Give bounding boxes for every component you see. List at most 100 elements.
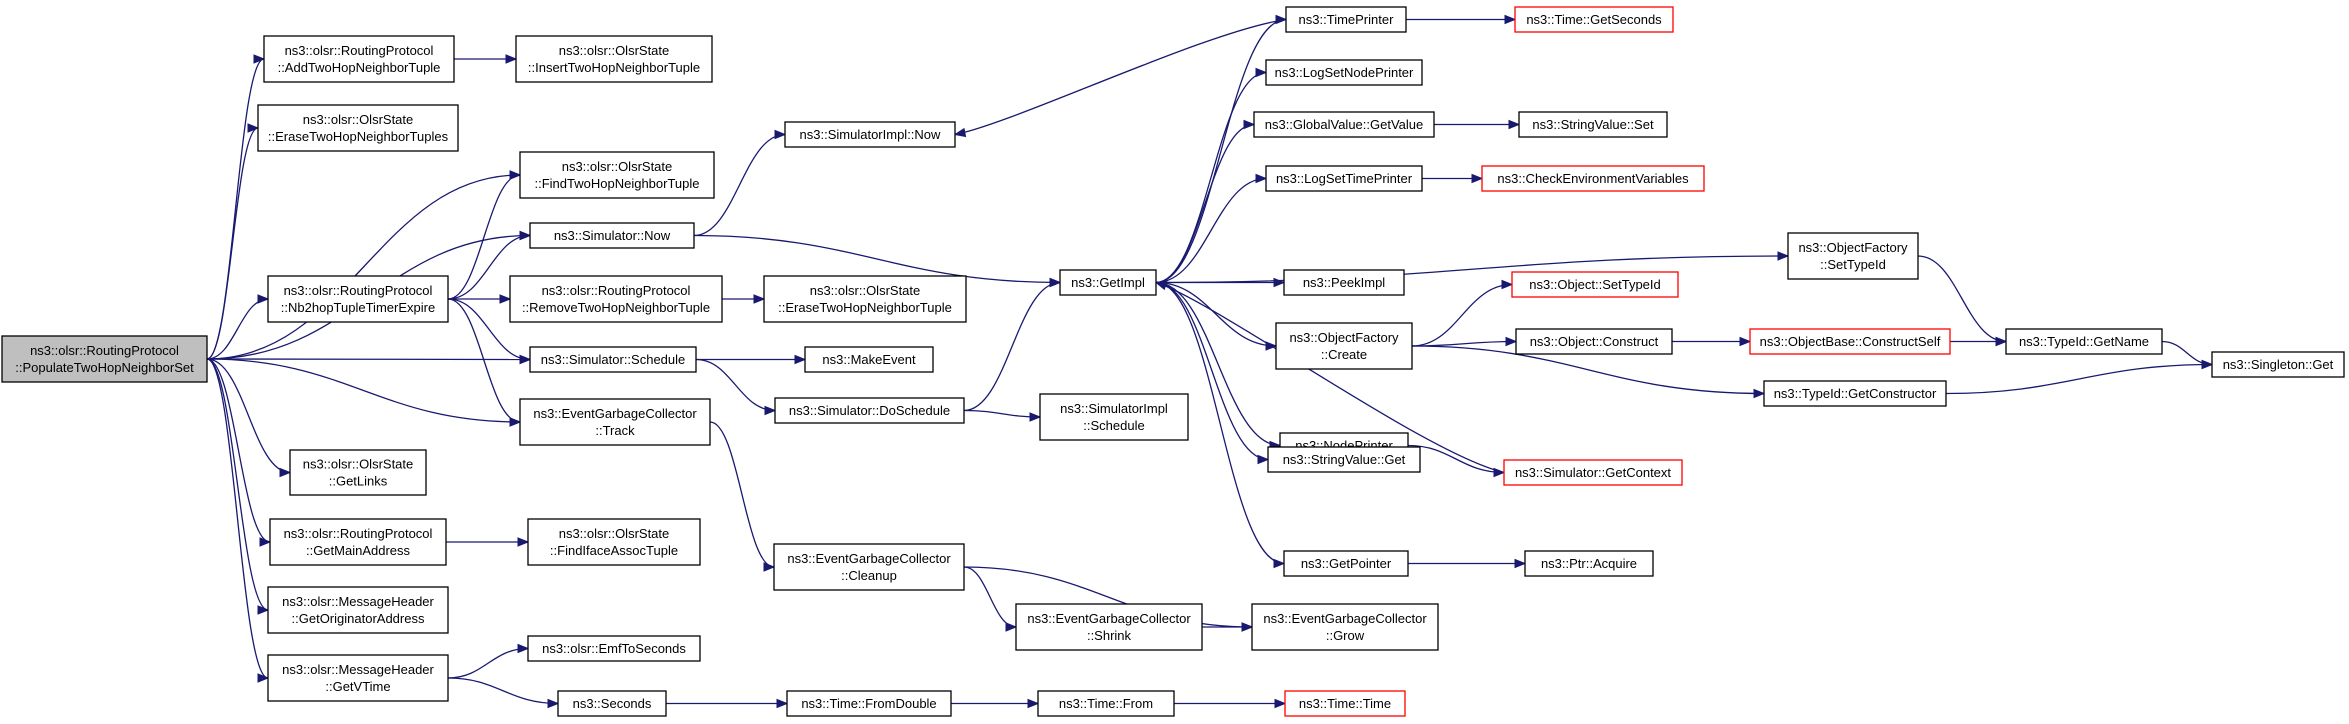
node-erase-two-hop-tuples[interactable]: ns3::olsr::OlsrState::EraseTwoHopNeighbo… xyxy=(257,104,459,152)
node-sim-now[interactable]: ns3::Simulator::Now xyxy=(529,222,695,249)
node-label-line: ::SetTypeId xyxy=(1820,257,1886,272)
node-box xyxy=(267,275,449,323)
call-edge-sim-now-to-sim-impl-now xyxy=(693,129,787,237)
arrowhead-icon xyxy=(1241,622,1254,632)
node-box xyxy=(1275,322,1413,370)
node-insert-two-hop[interactable]: ns3::olsr::OlsrState::InsertTwoHopNeighb… xyxy=(515,35,713,83)
node-singleton-get[interactable]: ns3::Singleton::Get xyxy=(2211,351,2345,378)
node-find-iface[interactable]: ns3::olsr::OlsrState::FindIfaceAssocTupl… xyxy=(527,518,701,566)
node-string-value-set[interactable]: ns3::StringValue::Set xyxy=(1518,111,1668,138)
call-edge-get-impl-to-global-value-get xyxy=(1155,119,1256,284)
node-label-line: ::EraseTwoHopNeighborTuple xyxy=(778,300,952,315)
node-nb2hop[interactable]: ns3::olsr::RoutingProtocol::Nb2hopTupleT… xyxy=(267,275,449,323)
node-box xyxy=(1763,380,1947,407)
node-get-links[interactable]: ns3::olsr::OlsrState::GetLinks xyxy=(289,449,427,496)
node-label-line: ns3::olsr::MessageHeader xyxy=(282,662,434,677)
node-get-orig-addr[interactable]: ns3::olsr::MessageHeader::GetOriginatorA… xyxy=(267,586,449,634)
node-box xyxy=(527,635,701,662)
edge-line xyxy=(963,281,1061,412)
edge-line xyxy=(1945,363,2213,395)
call-edge-root-to-nb2hop xyxy=(206,294,270,360)
node-label-line: ns3::ObjectFactory xyxy=(1798,240,1908,255)
arrowhead-icon xyxy=(1027,698,1040,709)
node-log-set-node-printer[interactable]: ns3::LogSetNodePrinter xyxy=(1265,59,1423,86)
node-erase-two-hop-tuple[interactable]: ns3::olsr::OlsrState::EraseTwoHopNeighbo… xyxy=(763,275,967,323)
node-global-value-get[interactable]: ns3::GlobalValue::GetValue xyxy=(1253,111,1435,138)
node-string-value-get[interactable]: ns3::StringValue::Get xyxy=(1267,446,1421,473)
node-box xyxy=(1787,232,1919,280)
node-sim-impl-schedule[interactable]: ns3::SimulatorImpl::Schedule xyxy=(1039,393,1189,441)
arrowhead-icon xyxy=(279,467,292,478)
node-time-from-double[interactable]: ns3::Time::FromDouble xyxy=(786,690,952,717)
call-edge-sim-do-schedule-to-sim-impl-schedule xyxy=(963,409,1042,422)
edge-line xyxy=(206,358,269,611)
node-obj-factory-create[interactable]: ns3::ObjectFactory::Create xyxy=(1275,322,1413,370)
node-label-line: ns3::olsr::OlsrState xyxy=(810,283,921,298)
arrowhead-icon xyxy=(1508,119,1521,130)
node-sim-get-context[interactable]: ns3::Simulator::GetContext xyxy=(1503,459,1683,486)
node-root[interactable]: ns3::olsr::RoutingProtocol::PopulateTwoH… xyxy=(1,335,208,383)
node-sim-schedule[interactable]: ns3::Simulator::Schedule xyxy=(529,346,697,373)
node-get-impl[interactable]: ns3::GetImpl xyxy=(1059,269,1157,296)
node-obj-construct[interactable]: ns3::Object::Construct xyxy=(1515,328,1673,355)
node-box xyxy=(773,543,965,591)
node-obj-factory-set-type-id[interactable]: ns3::ObjectFactory::SetTypeId xyxy=(1787,232,1919,280)
node-make-event[interactable]: ns3::MakeEvent xyxy=(804,346,934,373)
node-egc-track[interactable]: ns3::EventGarbageCollector::Track xyxy=(519,398,711,446)
arrowhead-icon xyxy=(1005,622,1018,632)
node-type-id-get-constructor[interactable]: ns3::TypeId::GetConstructor xyxy=(1763,380,1947,407)
node-egc-shrink[interactable]: ns3::EventGarbageCollector::Shrink xyxy=(1015,603,1203,651)
node-label-line: ns3::olsr::OlsrState xyxy=(562,159,673,174)
node-add-two-hop[interactable]: ns3::olsr::RoutingProtocol::AddTwoHopNei… xyxy=(263,35,455,83)
node-emf-to-seconds[interactable]: ns3::olsr::EmfToSeconds xyxy=(527,635,701,662)
node-time-get-seconds[interactable]: ns3::Time::GetSeconds xyxy=(1514,6,1674,33)
node-get-main-address[interactable]: ns3::olsr::RoutingProtocol::GetMainAddre… xyxy=(269,518,447,566)
call-edge-obj-factory-create-to-type-id-get-constructor xyxy=(1411,345,1766,399)
node-time-time[interactable]: ns3::Time::Time xyxy=(1284,690,1406,717)
node-find-two-hop[interactable]: ns3::olsr::OlsrState::FindTwoHopNeighbor… xyxy=(519,151,715,199)
node-box xyxy=(1518,111,1668,138)
arrowhead-icon xyxy=(1243,119,1256,130)
node-box xyxy=(529,222,695,249)
edge-line xyxy=(1155,123,1255,284)
node-get-pointer[interactable]: ns3::GetPointer xyxy=(1283,550,1409,577)
node-box xyxy=(529,346,697,373)
node-label-line: ns3::ObjectBase::ConstructSelf xyxy=(1760,334,1941,349)
node-box xyxy=(509,275,723,323)
call-edge-sim-do-schedule-to-get-impl xyxy=(963,277,1062,412)
node-label-line: ns3::Simulator::GetContext xyxy=(1515,465,1671,480)
node-egc-grow[interactable]: ns3::EventGarbageCollector::Grow xyxy=(1251,603,1439,651)
node-obj-set-type-id[interactable]: ns3::Object::SetTypeId xyxy=(1511,271,1679,298)
node-ptr-acquire[interactable]: ns3::Ptr::Acquire xyxy=(1524,550,1654,577)
call-edge-time-printer-to-sim-impl-now xyxy=(953,18,1287,138)
node-log-set-time-printer[interactable]: ns3::LogSetTimePrinter xyxy=(1265,165,1423,192)
node-label-line: ns3::Simulator::Now xyxy=(554,228,671,243)
node-time-printer[interactable]: ns3::TimePrinter xyxy=(1285,6,1407,33)
edge-line xyxy=(1155,281,1269,461)
node-check-env[interactable]: ns3::CheckEnvironmentVariables xyxy=(1481,165,1705,192)
node-sim-impl-now[interactable]: ns3::SimulatorImpl::Now xyxy=(784,121,956,148)
node-type-id-get-name[interactable]: ns3::TypeId::GetName xyxy=(2005,328,2163,355)
arrowhead-icon xyxy=(1514,558,1527,569)
node-obj-base-construct-self[interactable]: ns3::ObjectBase::ConstructSelf xyxy=(1749,328,1951,355)
node-label-line: ns3::Time::Time xyxy=(1299,696,1391,711)
arrowhead-icon xyxy=(794,354,807,365)
node-label-line: ns3::olsr::RoutingProtocol xyxy=(30,343,179,358)
call-edge-get-vtime-to-seconds xyxy=(447,677,560,709)
node-seconds[interactable]: ns3::Seconds xyxy=(557,690,667,717)
node-box xyxy=(267,654,449,702)
node-peek-impl[interactable]: ns3::PeekImpl xyxy=(1283,269,1405,296)
node-egc-cleanup[interactable]: ns3::EventGarbageCollector::Cleanup xyxy=(773,543,965,591)
call-edge-root-to-get-orig-addr xyxy=(206,358,270,615)
node-label-line: ns3::Simulator::DoSchedule xyxy=(789,403,950,418)
node-box xyxy=(269,518,447,566)
node-box xyxy=(774,397,965,424)
node-get-vtime[interactable]: ns3::olsr::MessageHeader::GetVTime xyxy=(267,654,449,702)
arrowhead-icon xyxy=(1029,412,1042,422)
node-box xyxy=(1251,603,1439,651)
node-time-from[interactable]: ns3::Time::From xyxy=(1037,690,1175,717)
edge-line xyxy=(206,358,531,361)
call-edge-obj-construct-to-obj-base-construct-self xyxy=(1671,336,1752,347)
node-sim-do-schedule[interactable]: ns3::Simulator::DoSchedule xyxy=(774,397,965,424)
node-remove-two-hop[interactable]: ns3::olsr::RoutingProtocol::RemoveTwoHop… xyxy=(509,275,723,323)
